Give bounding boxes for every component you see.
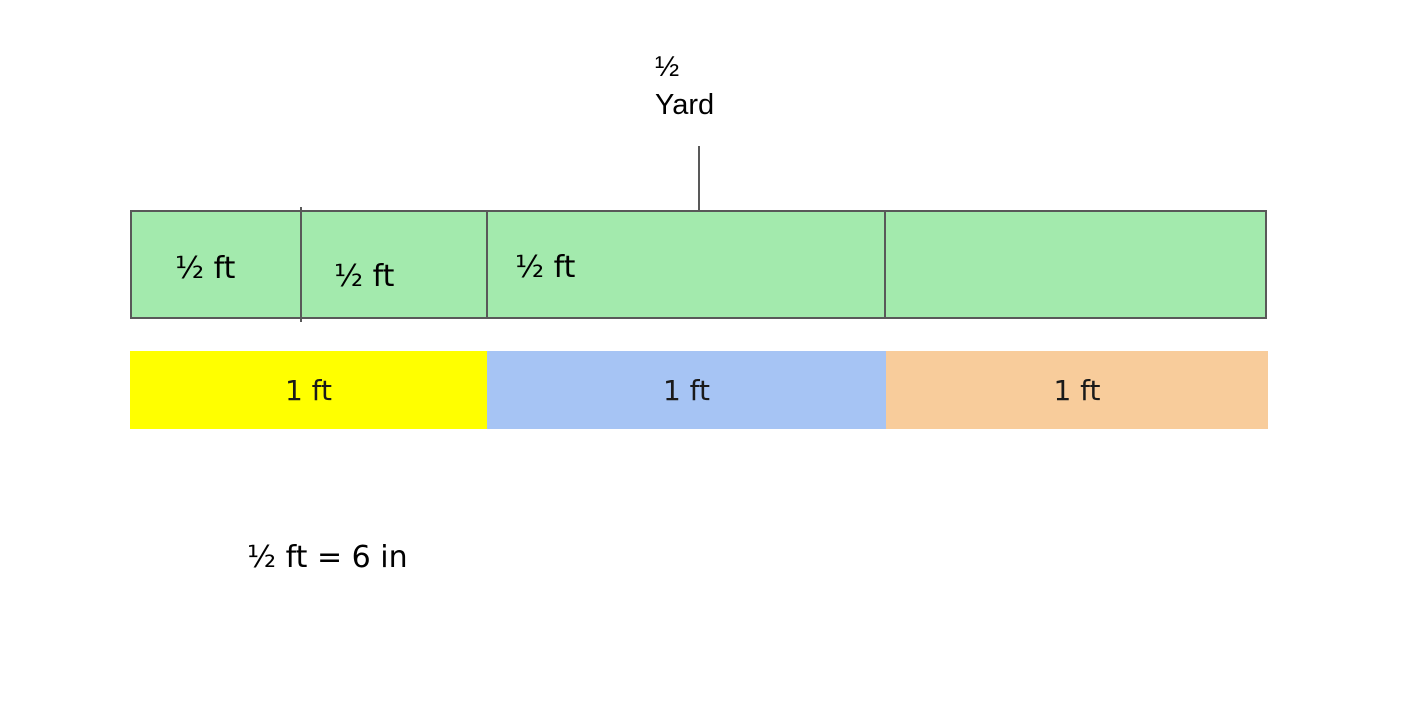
foot-segment-orange: 1 ft bbox=[886, 351, 1268, 429]
half-foot-label: ½ ft bbox=[175, 251, 236, 286]
bar-divider bbox=[884, 211, 886, 318]
half-yard-fraction: ½ bbox=[655, 51, 680, 83]
half-foot-bar bbox=[130, 210, 1267, 319]
half-yard-label: ½ Yard bbox=[655, 48, 714, 124]
half-yard-unit: Yard bbox=[655, 89, 715, 121]
bar-divider bbox=[300, 207, 302, 322]
bar-divider bbox=[486, 211, 488, 318]
foot-segment-yellow: 1 ft bbox=[130, 351, 487, 429]
half-foot-label: ½ ft bbox=[515, 250, 576, 285]
half-foot-label: ½ ft bbox=[334, 259, 395, 294]
conversion-equation: ½ ft = 6 in bbox=[247, 540, 408, 575]
foot-segment-blue: 1 ft bbox=[487, 351, 886, 429]
